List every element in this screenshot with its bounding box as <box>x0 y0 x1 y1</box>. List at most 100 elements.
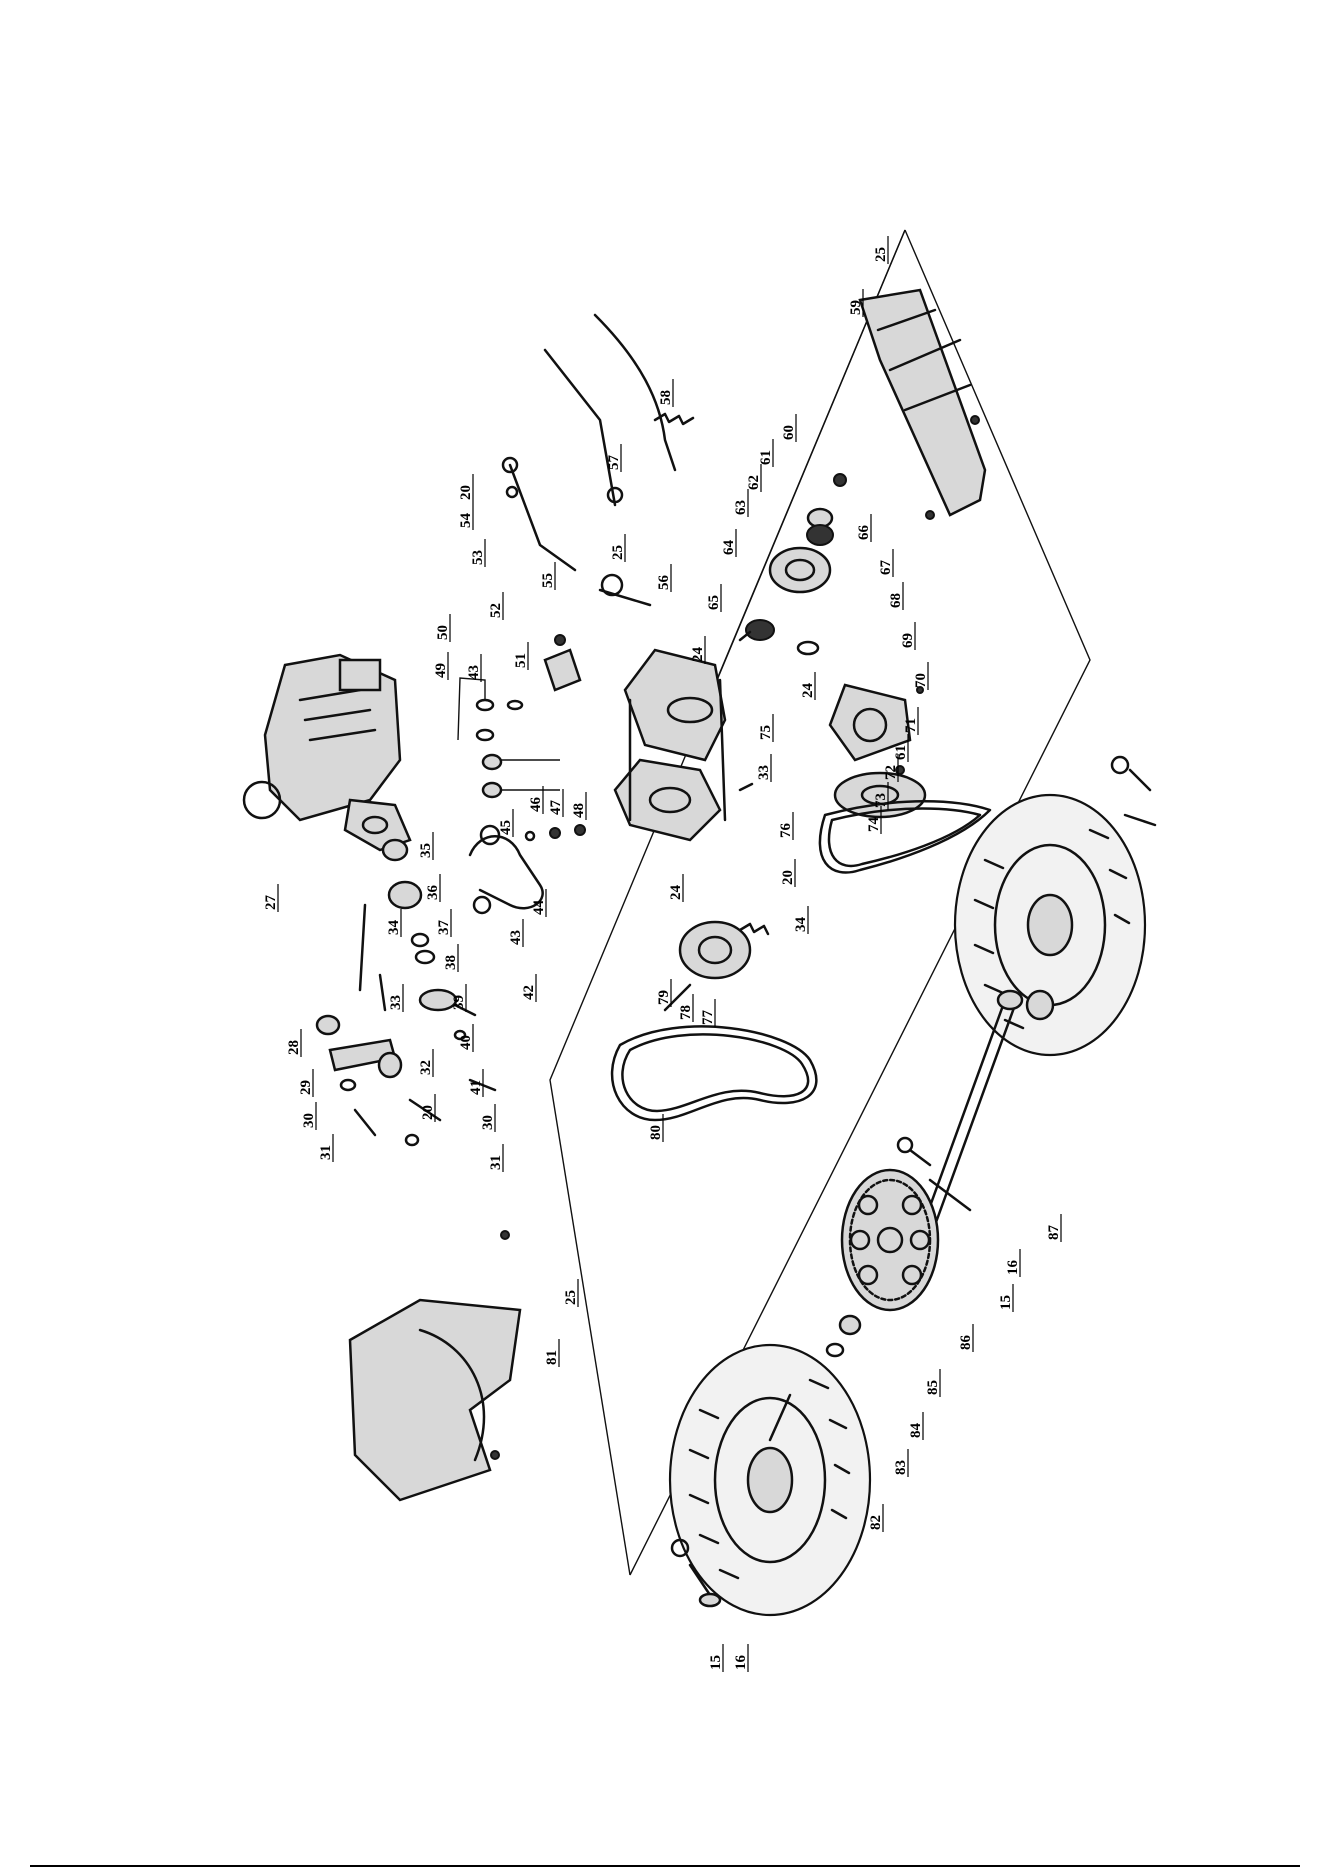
callout-label: 65 <box>706 584 722 612</box>
callout-text: 36 <box>425 885 441 901</box>
callout-text: 25 <box>873 247 889 262</box>
callout-label: 67 <box>878 549 894 577</box>
callout-text: 64 <box>721 540 737 556</box>
callout-label: 24 <box>668 874 684 902</box>
callout-label: 41 <box>468 1069 484 1097</box>
callout-label: 33 <box>388 984 404 1012</box>
callout-label: 83 <box>893 1449 909 1477</box>
callout-label: 75 <box>758 714 774 742</box>
drive-pulley-and-belt <box>820 773 990 873</box>
callout-label: 68 <box>888 582 904 610</box>
callout-label: 15 <box>998 1284 1014 1312</box>
callout-text: 31 <box>488 1155 504 1170</box>
callout-label: 36 <box>425 874 441 902</box>
callout-text: 37 <box>436 920 452 936</box>
callout-label: 33 <box>756 754 772 782</box>
callout-label: 84 <box>908 1412 924 1440</box>
callout-text: 46 <box>528 797 544 813</box>
drive-drum <box>665 922 768 1010</box>
callout-text: 72 <box>883 765 899 780</box>
callout-label: 64 <box>721 529 737 557</box>
callout-text: 74 <box>866 817 882 833</box>
callout-text: 83 <box>893 1460 909 1475</box>
callout-text: 61 <box>758 450 774 465</box>
pulley-stack <box>746 474 846 640</box>
callout-label: 59 <box>848 289 864 317</box>
callout-label: 30 <box>480 1104 496 1132</box>
callout-label: 78 <box>678 994 694 1022</box>
wheel-left <box>670 1345 870 1615</box>
callout-text: 86 <box>958 1335 974 1351</box>
callout-text: 82 <box>868 1515 884 1530</box>
callout-label: 45 <box>498 809 514 837</box>
callout-label: 30 <box>301 1102 317 1130</box>
callout-label: 15 <box>708 1644 724 1672</box>
callout-label: 47 <box>548 789 564 817</box>
callout-label: 42 <box>521 974 537 1002</box>
callout-label: 85 <box>925 1369 941 1397</box>
callout-text: 38 <box>443 955 459 970</box>
callout-text: 65 <box>706 595 722 610</box>
callout-text: 15 <box>998 1295 1014 1310</box>
callout-text: 80 <box>648 1125 664 1140</box>
callout-text: 57 <box>606 455 622 471</box>
callout-text: 75 <box>758 725 774 740</box>
callout-label: 55 <box>540 562 556 590</box>
callout-text: 34 <box>793 917 809 933</box>
callout-label: 87 <box>1046 1214 1062 1242</box>
spacers-46-48 <box>526 825 585 840</box>
callout-text: 67 <box>878 560 894 576</box>
callout-label: 25 <box>610 534 626 562</box>
callout-label: 51 <box>513 642 529 670</box>
callout-text: 50 <box>435 625 451 640</box>
control-lever <box>503 458 650 605</box>
callout-text: 28 <box>286 1040 302 1055</box>
engine <box>244 655 410 850</box>
callout-text: 27 <box>263 895 279 911</box>
callout-text: 77 <box>700 1010 716 1026</box>
callout-text: 63 <box>733 500 749 515</box>
callout-text: 61 <box>893 745 909 760</box>
callout-text: 87 <box>1046 1225 1062 1241</box>
callout-text: 58 <box>658 390 674 405</box>
belt-cover-left <box>350 1231 520 1500</box>
callout-label: 20 <box>458 474 474 502</box>
callout-label: 34 <box>793 906 809 934</box>
callout-text: 78 <box>678 1005 694 1020</box>
callout-text: 51 <box>513 653 529 668</box>
callout-label: 20 <box>420 1094 436 1122</box>
callout-text: 47 <box>548 800 564 816</box>
callout-label: 38 <box>443 944 459 972</box>
callout-label: 24 <box>690 636 706 664</box>
callout-label: 20 <box>780 859 796 887</box>
callout-label: 79 <box>656 979 672 1007</box>
callout-text: 48 <box>571 803 587 818</box>
callout-label: 81 <box>544 1339 560 1367</box>
callout-label: 53 <box>470 539 486 567</box>
callout-text: 66 <box>856 525 872 541</box>
callout-label: 54 <box>458 502 474 530</box>
callout-label: 35 <box>418 832 434 860</box>
callout-text: 56 <box>656 575 672 591</box>
callout-text: 30 <box>301 1113 317 1128</box>
callout-label: 40 <box>458 1024 474 1052</box>
callout-text: 54 <box>458 513 474 529</box>
callout-text: 25 <box>563 1290 579 1305</box>
callout-label: 50 <box>435 614 451 642</box>
callout-text: 16 <box>733 1655 749 1671</box>
main-frame <box>615 632 752 840</box>
callout-text: 45 <box>498 820 514 835</box>
callout-text: 79 <box>656 990 672 1005</box>
callout-label: 43 <box>466 654 482 682</box>
callout-label: 62 <box>746 464 762 492</box>
callout-label: 28 <box>286 1029 302 1057</box>
fastener-column <box>458 678 560 797</box>
callout-label: 66 <box>856 514 872 542</box>
callout-text: 44 <box>531 900 547 916</box>
callout-label: 25 <box>563 1279 579 1307</box>
callout-text: 32 <box>418 1060 434 1075</box>
callout-text: 25 <box>610 545 626 560</box>
callout-text: 40 <box>458 1035 474 1050</box>
callout-text: 84 <box>908 1423 924 1439</box>
callout-text: 85 <box>925 1380 941 1395</box>
